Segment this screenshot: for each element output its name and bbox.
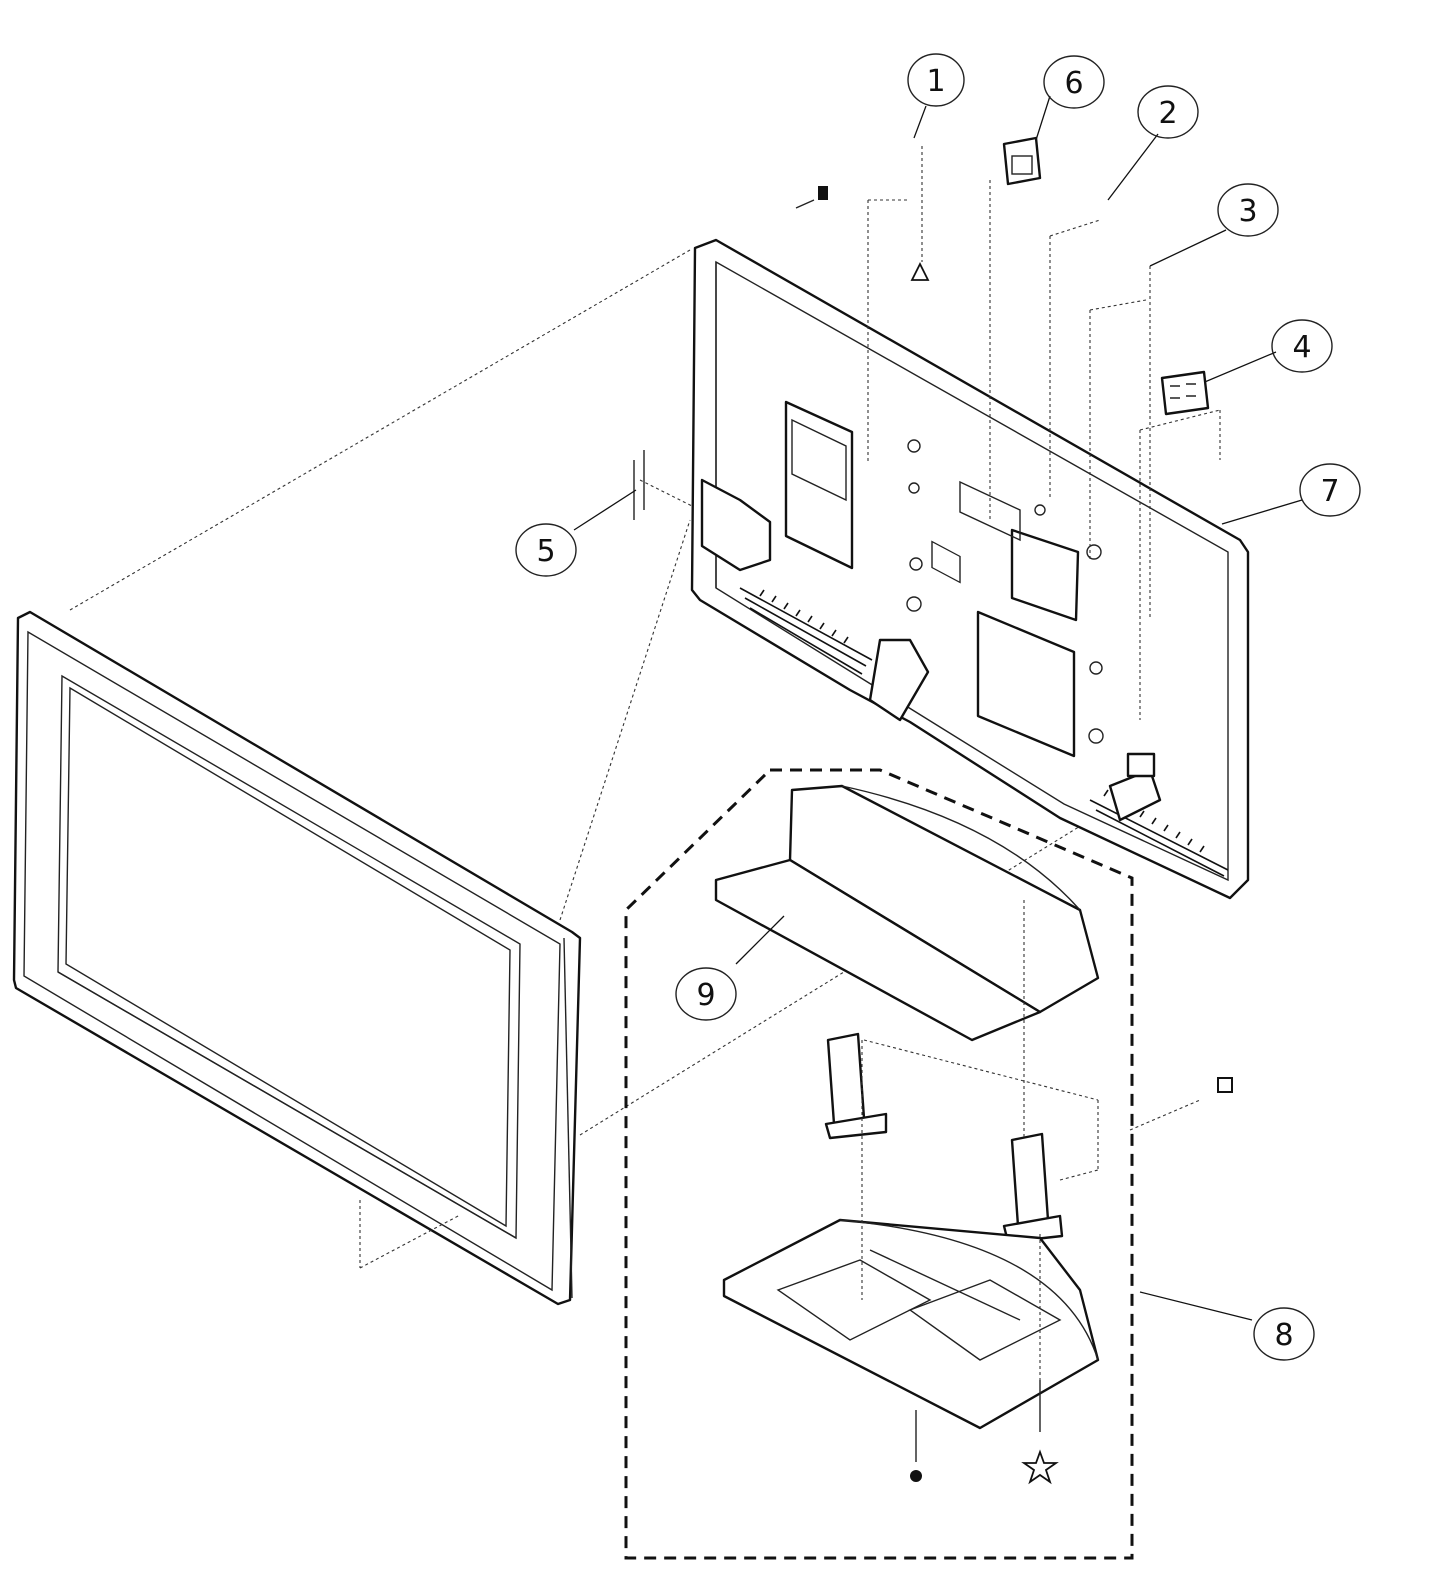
dot-marker-icon (910, 1470, 922, 1482)
marker-symbols (910, 261, 1233, 1485)
callout-label: 1 (926, 64, 945, 99)
callout-7: 7 (1299, 463, 1361, 517)
rear-cabinet (690, 238, 1250, 900)
triangle-marker-icon (910, 261, 930, 281)
stand-assembly (624, 768, 1134, 1560)
stand-assembly-lines (861, 900, 1201, 1380)
callout-label: 9 (696, 978, 715, 1013)
callout-label: 2 (1158, 96, 1177, 131)
front-bezel (12, 610, 582, 1306)
square-marker-icon (1217, 1077, 1233, 1093)
callout-4: 4 (1271, 319, 1333, 373)
callout-8: 8 (1253, 1307, 1315, 1361)
callout-5: 5 (515, 523, 577, 577)
callout-label: 4 (1292, 330, 1311, 365)
callout-9: 9 (675, 967, 737, 1021)
callout-label: 8 (1274, 1318, 1293, 1353)
star-marker-icon (1021, 1449, 1059, 1485)
callout-label: 7 (1320, 474, 1339, 509)
callout-3: 3 (1217, 183, 1279, 237)
callout-label: 6 (1064, 66, 1083, 101)
callout-6: 6 (1043, 55, 1105, 109)
callout-2: 2 (1137, 85, 1199, 139)
callout-1: 1 (907, 53, 965, 107)
callout-label: 3 (1238, 194, 1257, 229)
callout-label: 5 (536, 534, 555, 569)
small-parts (795, 136, 1210, 416)
leader-lines (573, 95, 1303, 1321)
